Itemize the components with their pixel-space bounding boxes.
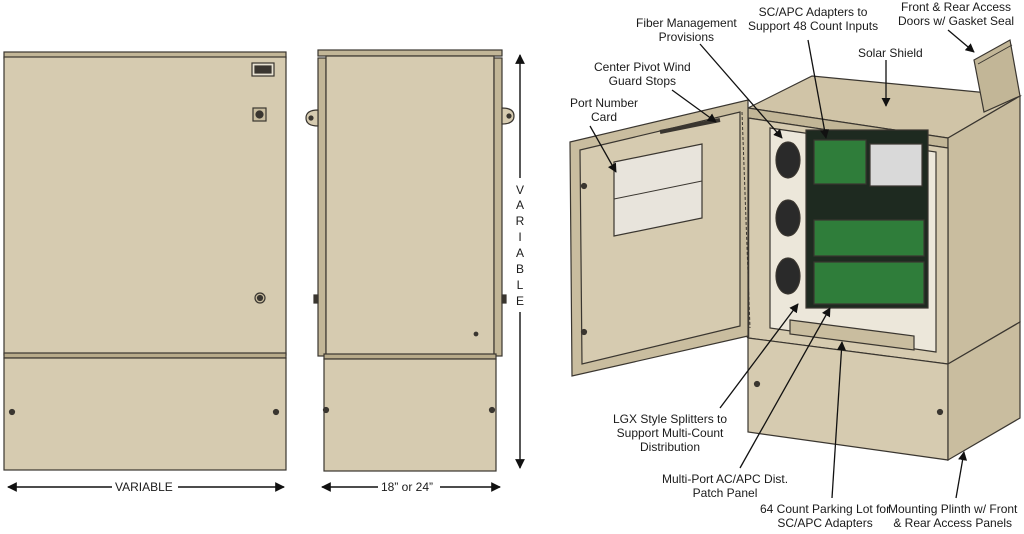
height-letter: V xyxy=(515,183,524,197)
depth-dimension-label: 18” or 24” xyxy=(381,480,434,494)
height-letter: A xyxy=(515,198,524,212)
side-view-cabinet xyxy=(305,49,515,472)
height-letter: I xyxy=(518,230,522,244)
callout-solar-shield: Solar Shield xyxy=(858,46,923,60)
callout-fiber-management: Fiber Management Provisions xyxy=(636,16,737,44)
isometric-cabinet xyxy=(569,39,1022,462)
dimension-arrows xyxy=(7,54,525,492)
height-letter: B xyxy=(515,262,524,276)
callout-center-pivot: Center Pivot Wind Guard Stops xyxy=(594,60,691,88)
height-letter: R xyxy=(515,214,525,228)
width-dimension-label: VARIABLE xyxy=(115,480,173,494)
callout-port-number-card: Port Number Card xyxy=(570,96,639,124)
callout-mounting-plinth: Mounting Plinth w/ Front & Rear Access P… xyxy=(888,502,1018,530)
callout-parking-lot: 64 Count Parking Lot for SC/APC Adapters xyxy=(760,502,891,530)
callout-front-rear-doors: Front & Rear Access Doors w/ Gasket Seal xyxy=(898,0,1015,28)
height-letter: A xyxy=(515,246,524,260)
callout-lgx-splitters: LGX Style Splitters to Support Multi-Cou… xyxy=(613,412,728,454)
callout-arrows xyxy=(589,29,975,499)
height-letter: L xyxy=(516,278,524,292)
front-view-cabinet xyxy=(3,51,287,471)
callout-sc-apc-adapters: SC/APC Adapters to Support 48 Count Inpu… xyxy=(748,5,879,33)
callout-multiport-patch-panel: Multi-Port AC/APC Dist. Patch Panel xyxy=(662,472,789,500)
height-letter: E xyxy=(515,294,524,308)
